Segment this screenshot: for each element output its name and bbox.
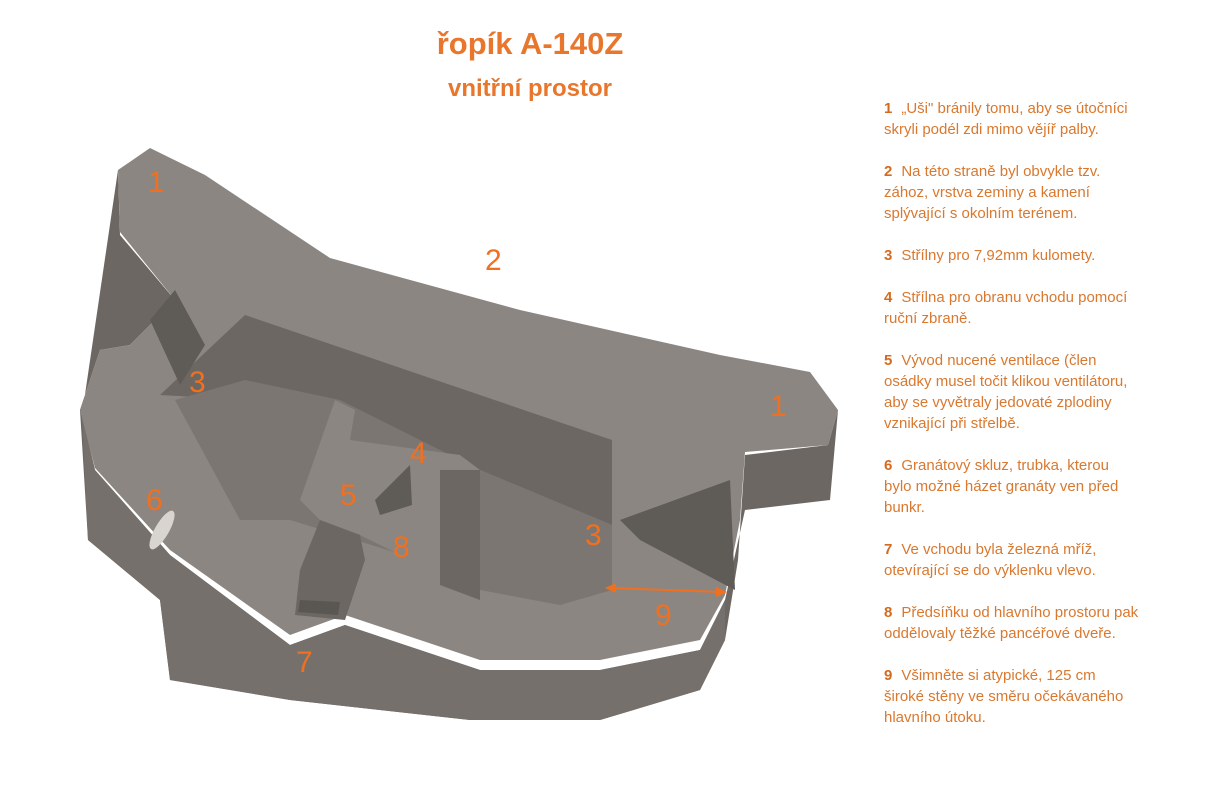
legend-note-text: Granátový skluz, trubka, kterou [901, 457, 1109, 474]
legend-note-line: 1 „Uši" bránily tomu, aby se útočníci [884, 98, 1194, 119]
entrance-floor [298, 600, 340, 615]
legend-notes: 1 „Uši" bránily tomu, aby se útočníci skry… [884, 98, 1194, 749]
legend-note-line: 6 Granátový skluz, trubka, kterou [884, 455, 1194, 476]
embrasure-left [150, 290, 205, 385]
legend-note-line: 2 Na této straně byl obvykle tzv. [884, 161, 1194, 182]
small-embrasure [375, 465, 412, 515]
legend-note-line: 8 Předsíňku od hlavního prostoru pak [884, 602, 1194, 623]
legend-note-text: bylo možné házet granáty ven před [884, 478, 1119, 495]
legend-note-line: 7 Ve vchodu byla železná mříž, [884, 539, 1194, 560]
legend-note-line: bunkr. [884, 497, 1194, 518]
legend-note-text: vznikající při střelbě. [884, 415, 1020, 432]
legend-note-line: skryli podél zdi mimo vějíř palby. [884, 119, 1194, 140]
legend-note-text: Ve vchodu byla železná mříž, [901, 541, 1097, 558]
legend-note-number: 4 [884, 289, 893, 306]
legend-note-number: 1 [884, 100, 893, 117]
label-9: 9 [655, 599, 672, 632]
main-chamber-wall [160, 315, 612, 525]
label-2: 2 [485, 244, 502, 277]
diagram-title: řopík A-140Z [436, 26, 624, 61]
legend-note-text: aby se vyvětraly jedovaté zplodiny [884, 394, 1112, 411]
legend-note-line: bylo možné házet granáty ven před [884, 476, 1194, 497]
entrance-corridor [295, 520, 365, 620]
front-wall-face [82, 415, 725, 720]
legend-note-text: bunkr. [884, 499, 925, 516]
legend-note-line: oddělovaly těžké pancéřové dveře. [884, 623, 1194, 644]
legend-note-number: 6 [884, 457, 893, 474]
legend-note-text: „Uši" bránily tomu, aby se útočníci [901, 100, 1128, 117]
legend-note: 6 Granátový skluz, trubka, kterou bylo mož… [884, 455, 1194, 518]
legend-note-line: hlavního útoku. [884, 707, 1194, 728]
legend-note-line: široké stěny ve směru očekávaného [884, 686, 1194, 707]
legend-note-text: otevírající se do výklenku vlevo. [884, 562, 1096, 579]
label-7: 7 [296, 646, 313, 679]
legend-note-number: 2 [884, 163, 893, 180]
legend-note-text: Střílny pro 7,92mm kulomety. [901, 247, 1096, 264]
arrow-head-right [716, 587, 727, 597]
legend-note: 7 Ve vchodu byla železná mříž, otevírající… [884, 539, 1194, 581]
label-1-right: 1 [770, 390, 787, 423]
legend-note: 1 „Uši" bránily tomu, aby se útočníci skry… [884, 98, 1194, 140]
legend-note-text: Vývod nucené ventilace (člen [901, 352, 1097, 369]
wall-width-arrow [609, 587, 723, 593]
legend-note: 8 Předsíňku od hlavního prostoru pak odděl… [884, 602, 1194, 644]
legend-note-line: osádky musel točit klikou ventilátoru, [884, 371, 1194, 392]
label-3-left: 3 [189, 366, 206, 399]
pillar-side [440, 470, 480, 600]
legend-note-number: 9 [884, 667, 893, 684]
legend-note-text: hlavního útoku. [884, 709, 986, 726]
bunker-diagram: 1 2 1 3 3 4 5 6 7 8 9 [80, 148, 838, 720]
legend-note-text: ruční zbraně. [884, 310, 972, 327]
grenade-chute [149, 510, 175, 550]
diagram-subtitle: vnitřní prostor [447, 75, 612, 102]
legend-note: 4 Střílna pro obranu vchodu pomocí ruční z… [884, 287, 1194, 329]
legend-note-line: aby se vyvětraly jedovaté zplodiny [884, 392, 1194, 413]
legend-note-line: splývající s okolním terénem. [884, 203, 1194, 224]
legend-note-text: splývající s okolním terénem. [884, 205, 1078, 222]
legend-note: 9 Všimněte si atypické, 125 cm široké stěn… [884, 665, 1194, 728]
legend-note-line: ruční zbraně. [884, 308, 1194, 329]
legend-note: 2 Na této straně byl obvykle tzv. zához, v… [884, 161, 1194, 224]
embrasure-right [620, 480, 735, 590]
legend-note-line: zához, vrstva zeminy a kamení [884, 182, 1194, 203]
legend-note-text: zához, vrstva zeminy a kamení [884, 184, 1090, 201]
legend-note-line: 5 Vývod nucené ventilace (člen [884, 350, 1194, 371]
legend-note-line: vznikající při střelbě. [884, 413, 1194, 434]
legend-note: 5 Vývod nucené ventilace (člen osádky muse… [884, 350, 1194, 434]
legend-note-number: 3 [884, 247, 893, 264]
legend-note-number: 7 [884, 541, 893, 558]
legend-note-text: široké stěny ve směru očekávaného [884, 688, 1124, 705]
legend-note-text: Všimněte si atypické, 125 cm [901, 667, 1096, 684]
legend-note-line: 3 Střílny pro 7,92mm kulomety. [884, 245, 1194, 266]
label-3-right: 3 [585, 519, 602, 552]
legend-note-text: osádky musel točit klikou ventilátoru, [884, 373, 1128, 390]
arrow-head-left [605, 583, 616, 593]
legend-note: 3 Střílny pro 7,92mm kulomety. [884, 245, 1194, 266]
legend-note-text: Předsíňku od hlavního prostoru pak [901, 604, 1139, 621]
legend-note-line: 9 Všimněte si atypické, 125 cm [884, 665, 1194, 686]
legend-note-text: oddělovaly těžké pancéřové dveře. [884, 625, 1116, 642]
label-8: 8 [393, 531, 410, 564]
label-6: 6 [146, 484, 163, 517]
label-5: 5 [340, 479, 357, 512]
legend-note-line: 4 Střílna pro obranu vchodu pomocí [884, 287, 1194, 308]
legend-note-number: 8 [884, 604, 893, 621]
label-4: 4 [410, 437, 427, 470]
legend-note-text: skryli podél zdi mimo vějíř palby. [884, 121, 1099, 138]
legend-note-line: otevírající se do výklenku vlevo. [884, 560, 1194, 581]
legend-note-number: 5 [884, 352, 893, 369]
legend-note-text: Střílna pro obranu vchodu pomocí [901, 289, 1128, 306]
label-1-left: 1 [148, 166, 165, 199]
legend-note-text: Na této straně byl obvykle tzv. [901, 163, 1101, 180]
